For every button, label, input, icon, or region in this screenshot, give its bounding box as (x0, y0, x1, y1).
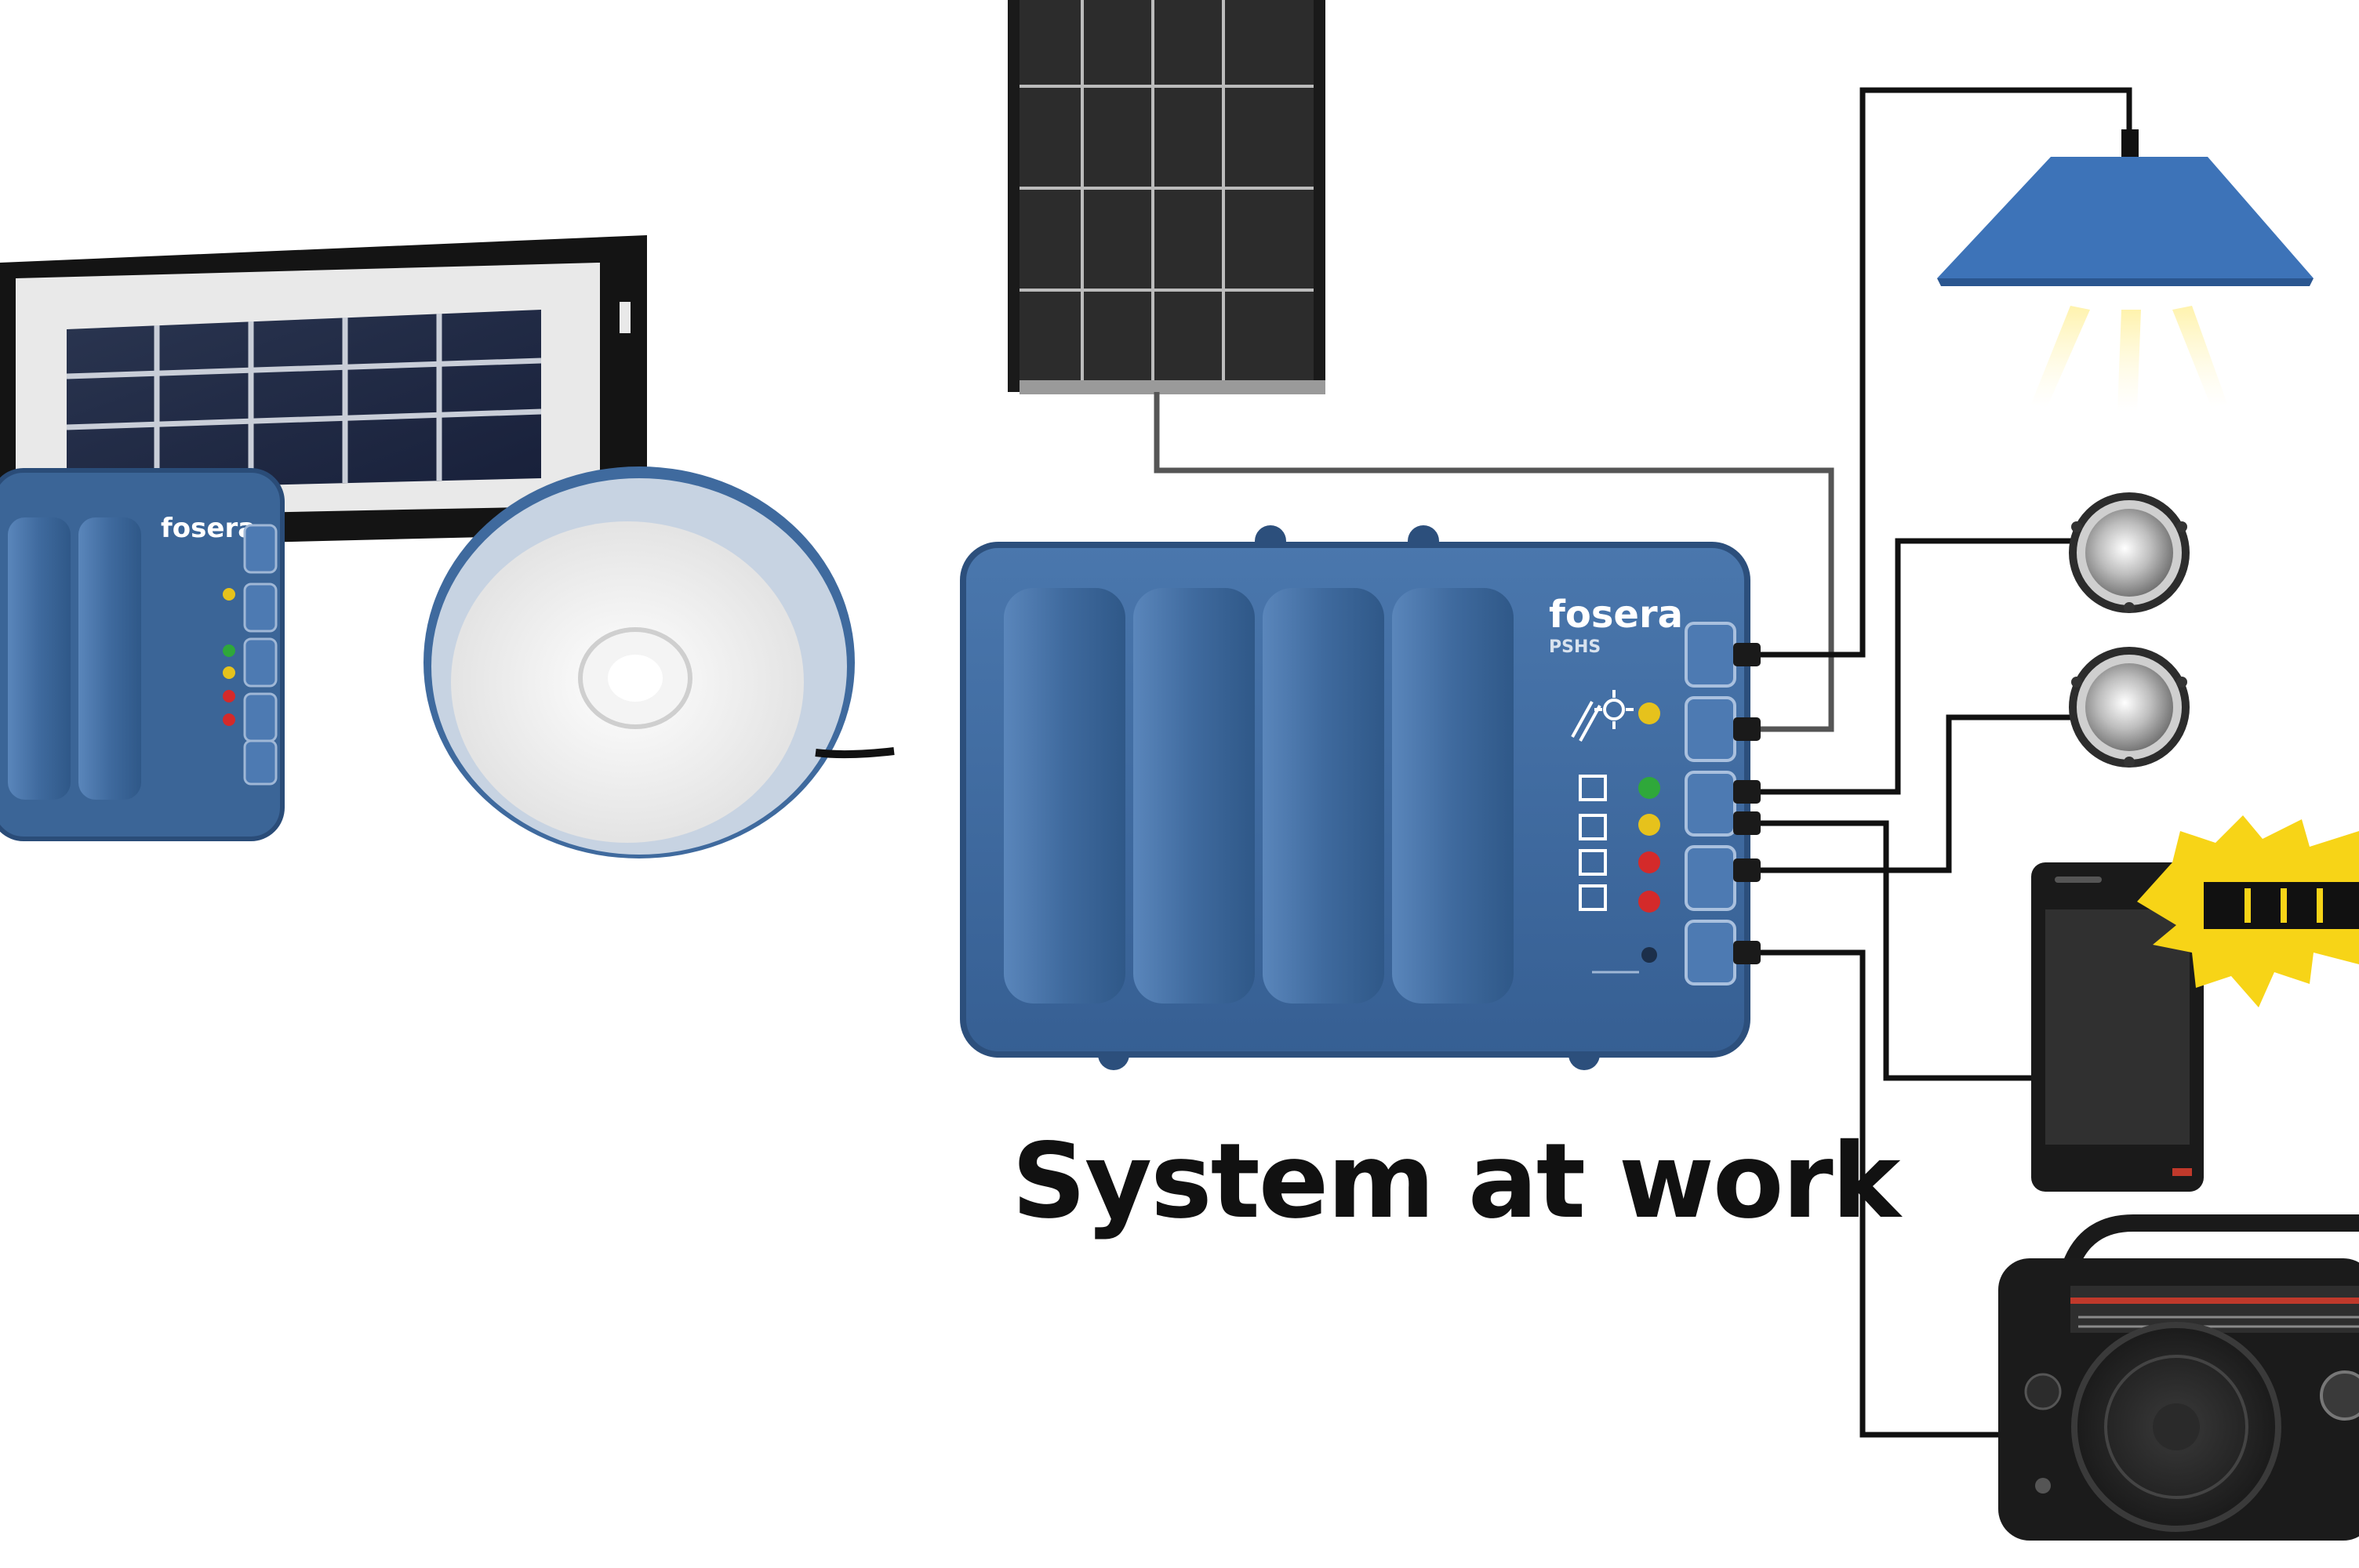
left-product-set: fosera (0, 235, 895, 858)
power-button[interactable] (1641, 947, 1657, 963)
battery-led-yellow (1638, 814, 1660, 836)
mini-hub-brand: fosera (161, 513, 256, 544)
battery-led-green (1638, 777, 1660, 799)
battery-charging-icon (2137, 815, 2359, 1007)
ceiling-lamp-icon (1937, 129, 2314, 412)
charge-led (1638, 702, 1660, 724)
output-ports (1685, 622, 1736, 985)
caption: System at work (1012, 1121, 1900, 1242)
hub-model: PSHS (1549, 637, 1601, 657)
light-beams (2031, 306, 2227, 412)
wiring (1154, 87, 2132, 1438)
radio-icon (1998, 1214, 2359, 1541)
sun-status-icon (1571, 690, 1634, 742)
hub-brand: fosera (1549, 593, 1683, 637)
mini-hub-icon: fosera (0, 468, 285, 841)
spot-light-icon-2 (2069, 647, 2190, 768)
battery-led-red-2 (1638, 891, 1660, 913)
top-solar-panel-icon (1008, 0, 1325, 394)
battery-level-icons (1579, 775, 1607, 911)
battery-led-red-1 (1638, 851, 1660, 873)
disc-lamp-icon (423, 466, 895, 858)
hub-box-icon: fosera PSHS (960, 525, 1761, 1070)
spot-light-icon (2069, 492, 2190, 613)
